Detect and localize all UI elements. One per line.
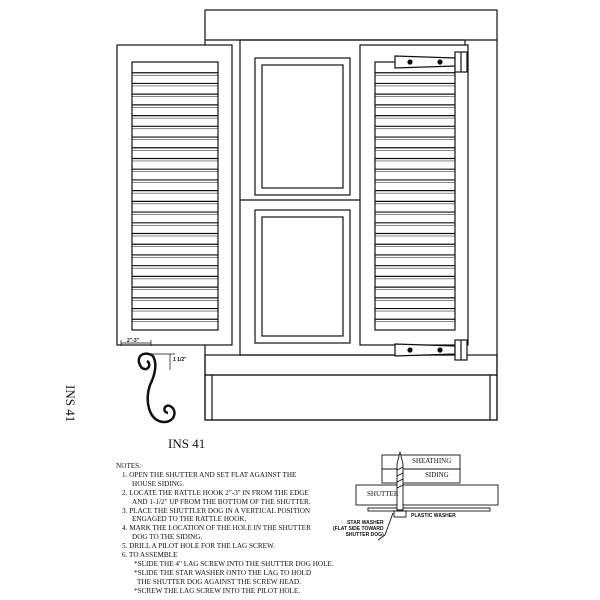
drawing-code-vertical: INS 41 <box>63 385 78 423</box>
note-line: DOG TO THE SIDING. <box>132 533 203 542</box>
star-washer-line: STAR WASHER <box>347 520 384 526</box>
note-line: 2. LOCATE THE RATTLE HOOK 2"-3" IN FROM … <box>122 488 309 497</box>
right-shutter <box>359 44 469 346</box>
note-line: AND 1-1/2" UP FROM THE BOTTOM OF THE SHU… <box>132 497 311 506</box>
note-line: *SLIDE THE STAR WASHER ONTO THE LAG TO H… <box>134 568 312 577</box>
note-line: ENGAGED TO THE RATTLE HOOK. <box>132 515 247 524</box>
shutter-label: SHUTTER <box>367 490 399 498</box>
lag-screw-detail <box>355 451 499 541</box>
note-line: *SCREW THE LAG SCREW INTO THE PILOT HOLE… <box>134 586 301 595</box>
edge-offset-label: 2"-3" <box>127 338 139 344</box>
up-offset-label: 1 1/2" <box>173 357 187 363</box>
note-line: 5. DRILL A PILOT HOLE FOR THE LAG SCREW. <box>122 542 275 551</box>
star-washer-label: STAR WASHER (FLAT SIDE TOWARD SHUTTER DO… <box>333 520 384 538</box>
dimension-lines <box>120 340 175 370</box>
drawing-caption: INS 41 <box>168 436 206 451</box>
siding-label: SIDING <box>425 471 449 479</box>
note-line: 6. TO ASSEMBLE <box>122 551 178 560</box>
star-washer-line: (FLAT SIDE TOWARD <box>333 526 384 532</box>
note-line: HOUSE SIDING. <box>132 479 184 488</box>
plastic-washer-label: PLASTIC WASHER <box>411 513 456 519</box>
wall-and-window <box>204 9 498 421</box>
shutter-dog-icon <box>137 352 176 424</box>
note-line: 1. OPEN THE SHUTTER AND SET FLAT AGAINST… <box>122 470 297 479</box>
note-line: 3. PLACE THE SHUTTLER DOG IN A VERTICAL … <box>122 506 311 515</box>
note-line: 4. MARK THE LOCATION OF THE HOLE IN THE … <box>122 524 311 533</box>
star-washer-line: SHUTTER DOG) <box>345 532 384 538</box>
sheathing-label: SHEATHING <box>412 457 452 465</box>
note-line: *SLIDE THE 4" LAG SCREW INTO THE SHUTTER… <box>134 559 334 568</box>
installation-notes: NOTES: 1. OPEN THE SHUTTER AND SET FLAT … <box>116 462 334 596</box>
note-line: THE SHUTTER DOG AGAINST THE SCREW HEAD. <box>137 577 301 586</box>
left-shutter <box>116 44 233 346</box>
notes-heading: NOTES: <box>116 462 142 470</box>
hinge-icon <box>394 51 468 361</box>
